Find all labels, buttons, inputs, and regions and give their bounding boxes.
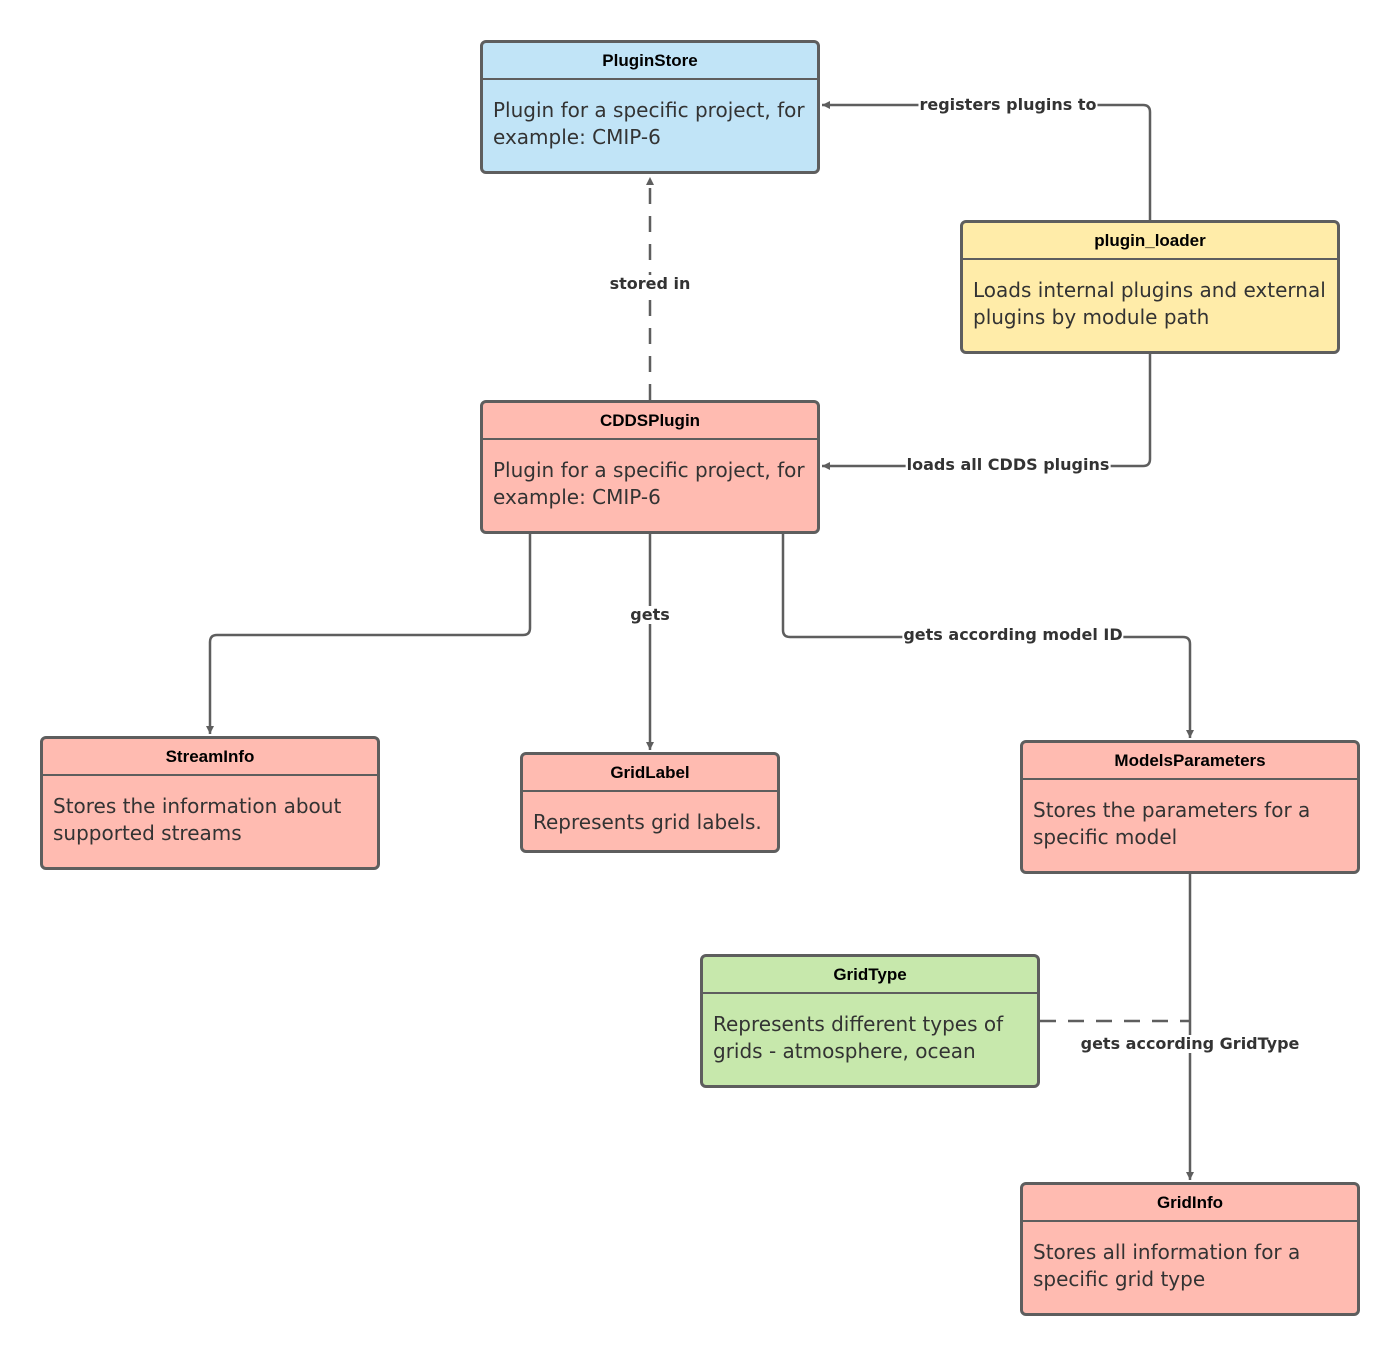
edge-label-gets-model: gets according model ID [902, 625, 1124, 644]
node-description: Loads internal plugins and external plug… [973, 278, 1326, 329]
edge-registers [822, 101, 1152, 220]
edge-loads [822, 354, 1152, 470]
node-description: Stores all information for a specific gr… [1033, 1240, 1301, 1291]
node-description: Stores the parameters for a specific mod… [1033, 798, 1311, 849]
node-title: plugin_loader [963, 223, 1337, 260]
edge-label-gets: gets [629, 605, 671, 624]
node-title: PluginStore [483, 43, 817, 80]
node-title: GridLabel [523, 755, 777, 792]
node-title: StreamInfo [43, 739, 377, 776]
node-title: GridInfo [1023, 1185, 1357, 1222]
node-title: GridType [703, 957, 1037, 994]
node-description: Stores the information about supported s… [53, 794, 342, 845]
edge-label-loads: loads all CDDS plugins [905, 455, 1111, 474]
edge-label-registers: registers plugins to [918, 95, 1098, 114]
node-description: Represents grid labels. [533, 810, 762, 834]
edge-label-stored-in: stored in [608, 274, 692, 293]
node-description: Represents different types of grids - at… [713, 1012, 1004, 1063]
node-title: ModelsParameters [1023, 743, 1357, 780]
node-description: Plugin for a specific project, for examp… [493, 458, 805, 509]
node-description: Plugin for a specific project, for examp… [493, 98, 805, 149]
edge-label-gets-gridtype: gets according GridType [1079, 1034, 1301, 1053]
edge-to-stream [206, 534, 532, 734]
node-title: CDDSPlugin [483, 403, 817, 440]
